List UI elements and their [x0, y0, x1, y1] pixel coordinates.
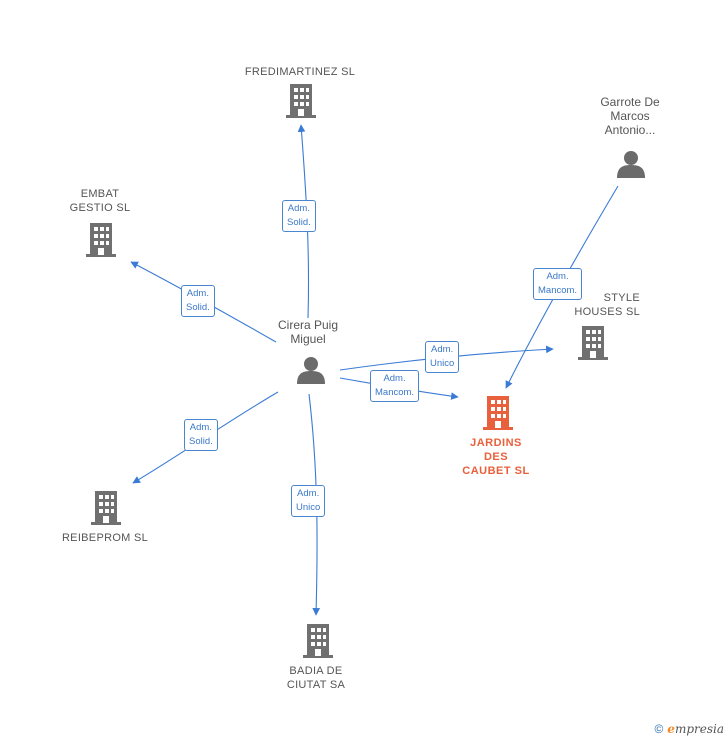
edge-label-style-houses: Adm. Unico — [425, 341, 460, 373]
cirera-person-icon[interactable] — [297, 357, 325, 384]
reibeprom-building-icon[interactable] — [91, 491, 121, 525]
node-label-jardins[interactable]: JARDINS DES CAUBET SL — [462, 437, 530, 477]
node-label-garrote[interactable]: Garrote De Marcos Antonio... — [600, 95, 660, 137]
edge-label-jardins-garrote: Adm. Mancom. — [533, 268, 583, 300]
node-label-embat[interactable]: EMBAT GESTIO SL — [69, 188, 131, 214]
node-label-badia[interactable]: BADIA DE CIUTAT SA — [286, 665, 346, 691]
edge-label-embat: Adm. Solid. — [181, 285, 215, 317]
fredimartinez-building-icon[interactable] — [286, 84, 316, 118]
jardins-building-icon[interactable] — [483, 396, 513, 430]
copyright-symbol: © — [654, 722, 664, 736]
brand-logo-e: e — [667, 722, 675, 736]
node-label-fredimartinez[interactable]: FREDIMARTINEZ SL — [244, 66, 356, 78]
garrote-person-icon[interactable] — [617, 151, 645, 178]
style-houses-building-icon[interactable] — [578, 326, 608, 360]
edge-label-fredimartinez: Adm. Solid. — [282, 200, 316, 232]
edge-label-reibeprom: Adm. Solid. — [184, 419, 218, 451]
footer-brand[interactable]: ©empresia — [654, 722, 724, 736]
badia-building-icon[interactable] — [303, 624, 333, 658]
node-label-reibeprom[interactable]: REIBEPROM SL — [61, 532, 149, 544]
edge-label-jardins-cirera: Adm. Mancom. — [370, 370, 420, 402]
edge-label-badia: Adm. Unico — [291, 485, 326, 517]
embat-building-icon[interactable] — [86, 223, 116, 257]
brand-logo-text: mpresia — [674, 722, 724, 736]
node-label-cirera[interactable]: Cirera Puig Miguel — [277, 318, 339, 346]
node-label-style-houses[interactable]: STYLE HOUSES SL — [574, 292, 640, 318]
